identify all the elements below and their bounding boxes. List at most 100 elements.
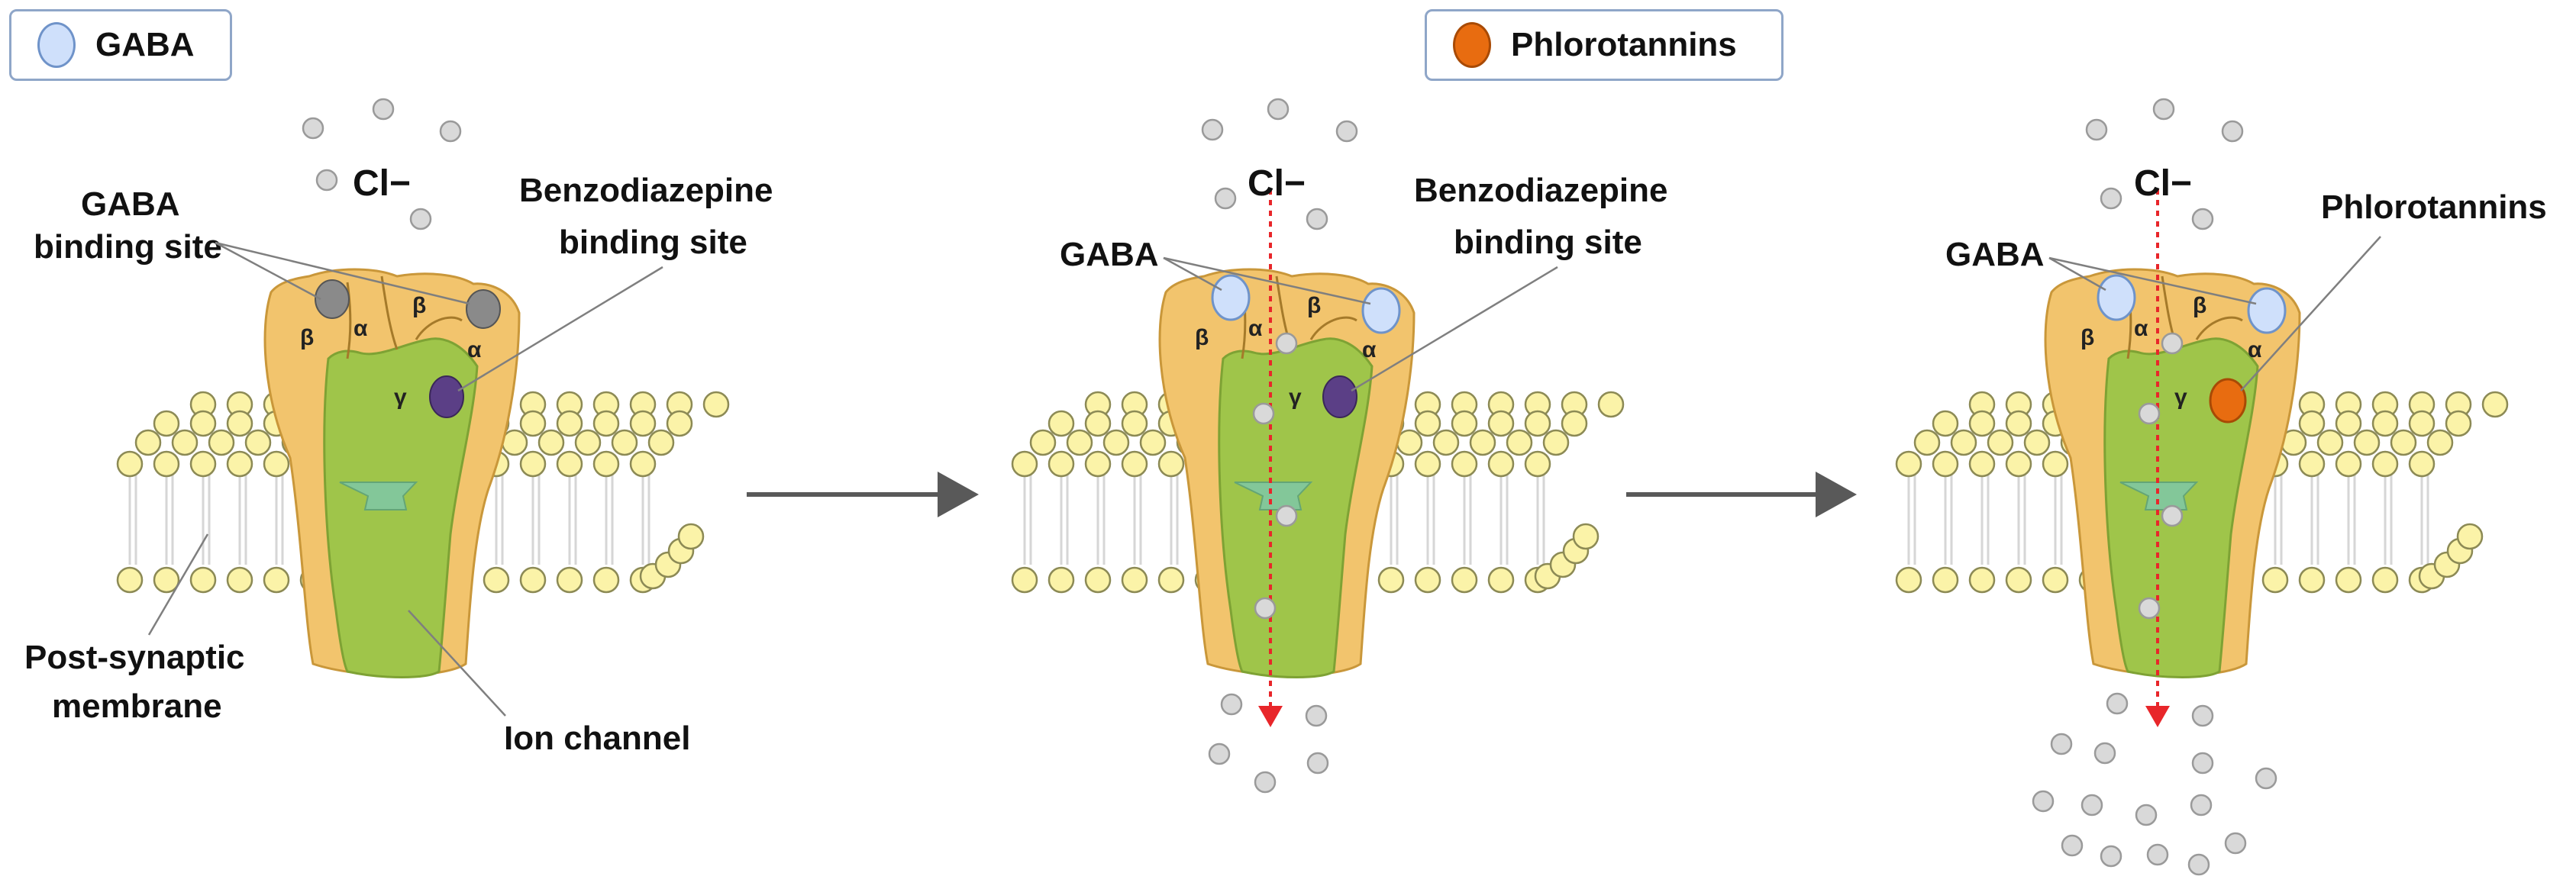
lipid-head [1968, 450, 1996, 478]
leader-line [1351, 266, 1558, 392]
chloride-ion [2161, 504, 2184, 527]
chloride-ion [1306, 752, 1329, 775]
lipid-head [263, 566, 290, 594]
chloride-ion [1254, 771, 1277, 794]
lipid-head [116, 566, 144, 594]
ion-channel-label: Ion channel [504, 720, 690, 757]
lipid-head [1895, 450, 1922, 478]
lipid-head [1487, 566, 1515, 594]
receptor: β α β α γ [1158, 268, 1416, 678]
lipid-head [2298, 566, 2326, 594]
subunit-beta-label: β [2193, 293, 2206, 318]
lipid-head [2390, 429, 2417, 456]
lipid-head [1157, 450, 1185, 478]
lipid-head [1048, 450, 1075, 478]
leader-line [2048, 256, 2106, 292]
lipid-head [592, 566, 620, 594]
lipid-head [1451, 566, 1478, 594]
chloride-ion [2080, 794, 2103, 817]
leader-line [215, 241, 321, 301]
chloride-ion [302, 117, 324, 140]
chloride-ion [1306, 208, 1328, 230]
lipid-head [2371, 566, 2399, 594]
gaba-molecule-bound [1361, 287, 1401, 334]
benzodiazepine-site-label: Benzodiazepine [1414, 172, 1668, 209]
lipid-head [2335, 566, 2362, 594]
benzodiazepine-binding-site [1322, 375, 1357, 418]
subunit-divider [346, 282, 352, 359]
lipid-head [153, 410, 180, 437]
lipid-head [519, 450, 547, 478]
lipid-head [629, 450, 657, 478]
gaba-molecule-bound [1211, 274, 1251, 321]
gaba-binding-site-label: GABA [81, 185, 180, 223]
lipid-head [2371, 410, 2399, 437]
chloride-ion [2224, 832, 2247, 855]
gaba-label: GABA [1060, 236, 1159, 273]
chloride-ions [302, 98, 462, 230]
gaba-molecule-bound [2097, 274, 2136, 321]
lipid-head [1102, 429, 1130, 456]
lipid-head [2445, 410, 2472, 437]
legend-phlorotannins: Phlorotannins [1425, 9, 1784, 81]
lipid-head [1414, 410, 1441, 437]
lipid-head [1950, 429, 1977, 456]
lipid-head [2023, 429, 2051, 456]
subunit-divider [1309, 316, 1357, 340]
lipid-head [226, 566, 253, 594]
chloride-ion [2138, 597, 2161, 620]
lipid-head [1139, 429, 1167, 456]
lipid-head [556, 566, 583, 594]
lipid-head [189, 410, 217, 437]
lipid-head [2335, 410, 2362, 437]
benzodiazepine-binding-site [429, 375, 464, 418]
chloride-ion [2255, 767, 2277, 790]
lipid-head [2408, 410, 2436, 437]
lipid-head [1432, 429, 1460, 456]
lipid-head [189, 566, 217, 594]
subunit-gamma-label: γ [2174, 385, 2187, 410]
chloride-ion [409, 208, 432, 230]
lipid-head [592, 410, 620, 437]
lipid-head [1597, 391, 1625, 418]
lipid-head [2335, 450, 2362, 478]
chloride-ion [2146, 843, 2169, 866]
lipid-head [2042, 566, 2069, 594]
chloride-ions [1201, 98, 1358, 794]
subunit-divider [415, 316, 463, 340]
gaba-label: GABA [1945, 236, 2045, 273]
subunit-alpha-label: α [1248, 316, 1263, 341]
lipid-head [171, 429, 199, 456]
gaba-binding-site-label: binding site [34, 228, 222, 266]
gaba-binding-site-empty [466, 289, 501, 329]
subunit-gamma-label: γ [1289, 385, 1302, 410]
benzodiazepine-site-label: binding site [559, 224, 747, 261]
pore-constriction [1234, 482, 1313, 511]
chloride-ion [2191, 208, 2214, 230]
lipid-head [2042, 450, 2069, 478]
chloride-ion [2100, 845, 2122, 868]
lipid-head [1048, 566, 1075, 594]
lipid-head [1932, 410, 1959, 437]
lipid-head [1542, 429, 1570, 456]
legend-gaba: GABA [9, 9, 232, 81]
lipid-head [556, 410, 583, 437]
chloride-ion [1267, 98, 1290, 121]
chloride-ion [1254, 597, 1277, 620]
lipid-head [2261, 566, 2289, 594]
chloride-ion [1220, 693, 1243, 716]
lipid-head [2426, 429, 2454, 456]
lipid-head [1524, 450, 1551, 478]
leader-line [1163, 256, 1371, 305]
lipid-head [2481, 391, 2509, 418]
lipid-head [2316, 429, 2344, 456]
benzodiazepine-site-label: Benzodiazepine [519, 172, 773, 209]
pore-constriction [2119, 482, 2199, 511]
lipid-head [556, 450, 583, 478]
chloride-ion [2093, 742, 2116, 765]
chloride-ion [1208, 742, 1231, 765]
lipid-head [134, 429, 162, 456]
lipid-head [1084, 410, 1112, 437]
gaba-molecule-bound [2247, 287, 2287, 334]
